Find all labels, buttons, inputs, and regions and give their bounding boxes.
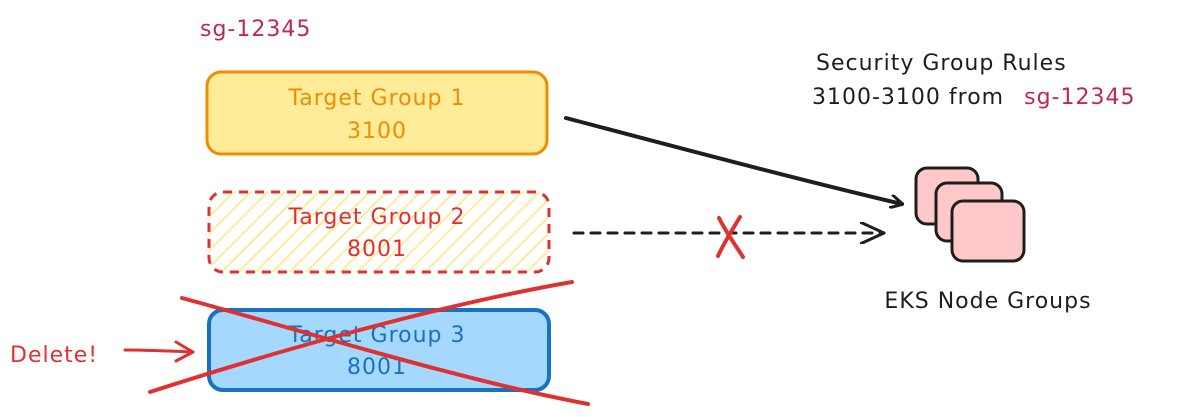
target-group-2-box: Target Group 2 8001 — [207, 190, 551, 274]
rules-line: 3100-3100 from sg-12345 — [812, 85, 1135, 110]
delete-callout-label: Delete! — [10, 343, 98, 368]
eks-node-groups-icon — [914, 166, 1026, 263]
traffic-arrow-allowed — [564, 116, 902, 204]
delete-callout-arrow — [123, 340, 195, 363]
target-group-2-port: 8001 — [347, 237, 407, 262]
target-group-3-box: Target Group 3 8001 — [207, 308, 551, 392]
delete-cross-mark — [148, 280, 590, 406]
rules-port-range: 3100-3100 from — [812, 85, 1004, 110]
security-group-id-label: sg-12345 — [200, 17, 311, 42]
rules-title: Security Group Rules — [816, 51, 1067, 76]
target-group-1-box: Target Group 1 3100 — [205, 70, 549, 156]
target-group-1-port: 3100 — [347, 119, 407, 144]
eks-node-groups-label: EKS Node Groups — [884, 289, 1091, 314]
target-group-2-name: Target Group 2 — [287, 205, 465, 230]
rules-source-sg: sg-12345 — [1024, 85, 1135, 110]
target-group-1-name: Target Group 1 — [287, 86, 465, 111]
blocked-cross-icon — [716, 215, 745, 259]
node-square-front — [950, 199, 1026, 263]
